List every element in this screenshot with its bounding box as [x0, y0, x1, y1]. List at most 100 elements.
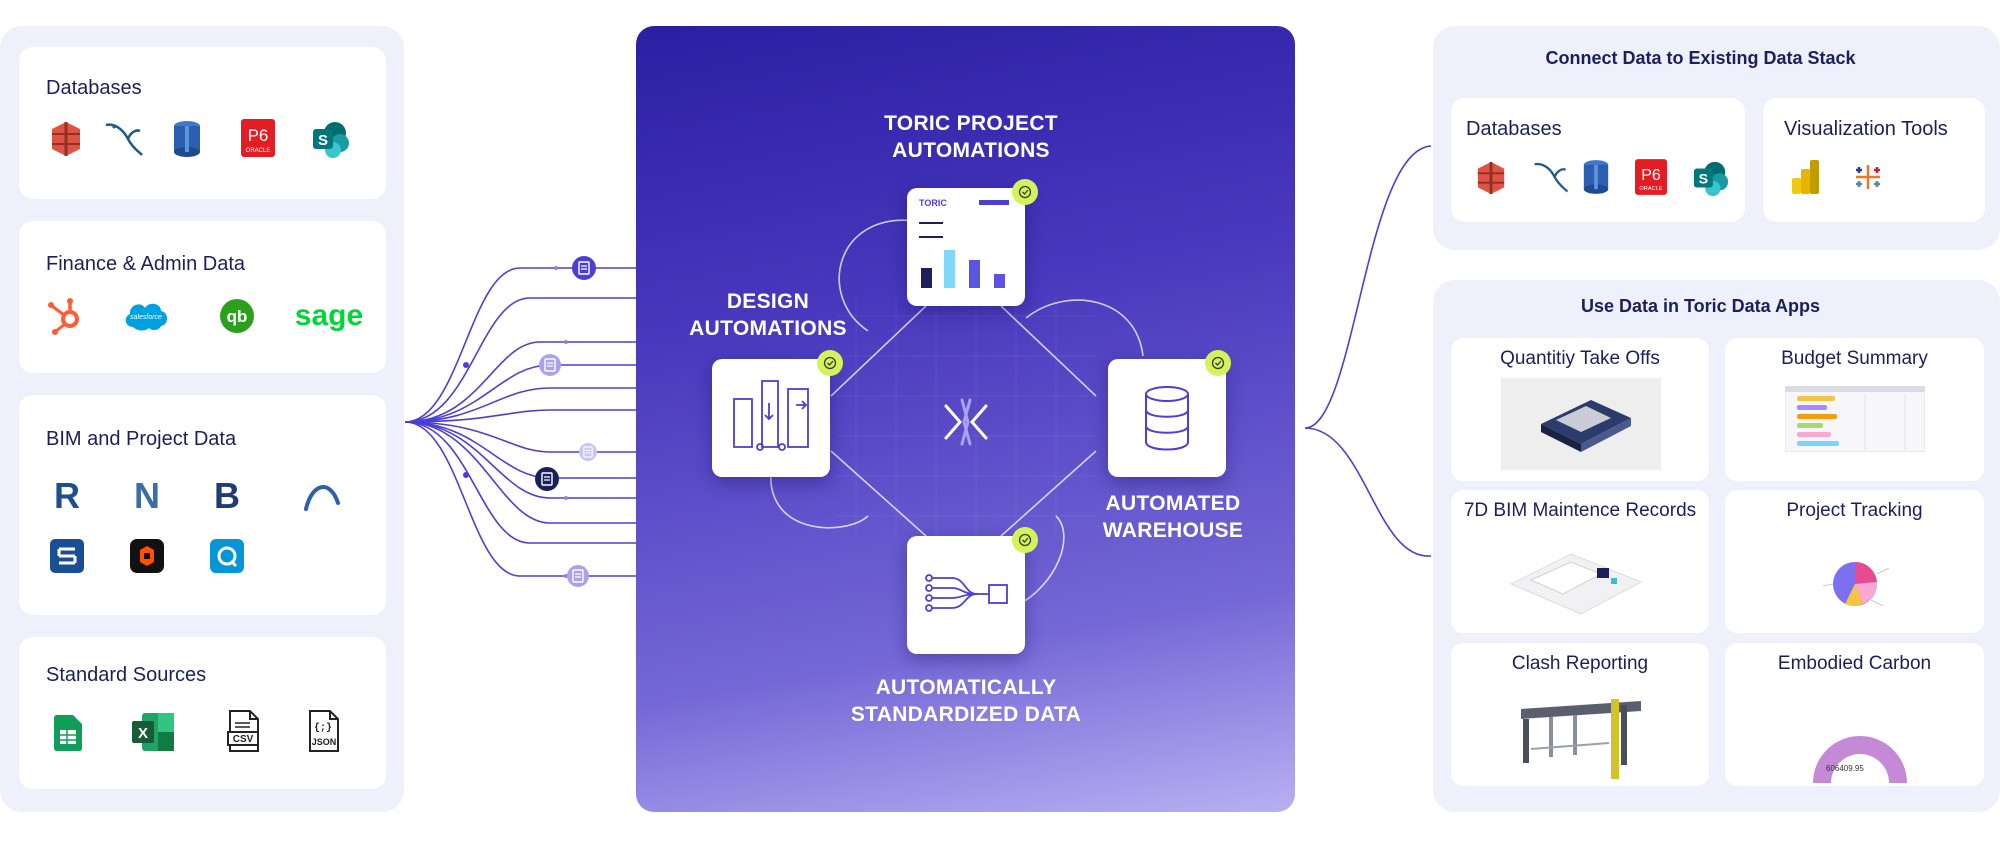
- document-node-icon: [579, 443, 597, 461]
- data-stack-panel: Connect Data to Existing Data Stack Data…: [1433, 26, 2000, 250]
- check-badge-icon: [1012, 179, 1038, 205]
- bim-maintenance-app[interactable]: 7D BIM Maintence Records: [1451, 490, 1709, 633]
- budget-table-thumbnail: [1785, 386, 1925, 452]
- project-tracking-app[interactable]: Project Tracking: [1725, 490, 1984, 633]
- chart-bar: [921, 268, 932, 288]
- left-connector-lines: [404, 266, 640, 578]
- svg-text:P6: P6: [1641, 167, 1661, 184]
- document-node-icon: [535, 467, 559, 491]
- document-node-icon: [539, 354, 561, 376]
- smartsheet-icon: [49, 538, 85, 574]
- svg-text:X: X: [138, 725, 148, 742]
- automation-hub-panel: TORIC PROJECT AUTOMATIONS DESIGN AUTOMAT…: [636, 26, 1295, 812]
- embodied-carbon-app[interactable]: Embodied Carbon 606409.95: [1725, 643, 1984, 786]
- toric-project-automations-label: TORIC PROJECT AUTOMATIONS: [884, 112, 1058, 162]
- data-flow-icon: [925, 574, 1008, 612]
- qto-icon: [209, 538, 245, 574]
- hub-grid-lines: [770, 219, 1144, 607]
- visualization-tools-title: Visualization Tools: [1784, 118, 1948, 140]
- csv-file-icon: CSV: [224, 709, 264, 753]
- aws-rds-icon: [169, 119, 205, 159]
- revit-icon: R: [49, 475, 85, 515]
- finance-admin-title: Finance & Admin Data: [46, 253, 245, 275]
- chart-bar: [969, 260, 980, 288]
- excel-icon: X: [131, 711, 175, 753]
- archicad-icon: [302, 477, 342, 513]
- aws-s3-icon: [46, 119, 86, 159]
- document-node-icon: [572, 256, 596, 280]
- svg-text:S: S: [318, 132, 328, 149]
- aws-s3-icon: [1473, 158, 1509, 198]
- google-sheets-icon: [51, 713, 85, 753]
- database-icon: [1145, 386, 1189, 451]
- mysql-icon: [102, 117, 146, 161]
- svg-text:salesforce: salesforce: [130, 314, 162, 321]
- svg-text:B: B: [214, 475, 240, 515]
- clash-reporting-label: Clash Reporting: [1511, 653, 1649, 674]
- budget-summary-app[interactable]: Budget Summary: [1725, 338, 1984, 481]
- svg-text:sage: sage: [295, 299, 363, 332]
- quantity-takeoffs-app[interactable]: Quantitiy Take Offs: [1451, 338, 1709, 481]
- check-badge-icon: [817, 350, 843, 376]
- toric-logo-icon: [944, 398, 988, 446]
- json-file-icon: {;}JSON: [304, 709, 344, 753]
- embodied-carbon-label: Embodied Carbon: [1777, 653, 1932, 674]
- mysql-icon: [1531, 156, 1571, 198]
- sharepoint-icon: S: [1691, 158, 1731, 198]
- sharepoint-icon: S: [311, 119, 351, 159]
- check-badge-icon: [1205, 350, 1231, 376]
- design-automations-label: DESIGN AUTOMATIONS: [689, 290, 847, 340]
- visualization-tools-card: Visualization Tools: [1763, 98, 1985, 222]
- svg-text:ORACLE: ORACLE: [1639, 186, 1662, 192]
- bim-model-thumbnail: [1509, 553, 1643, 615]
- toric-logo: TORIC: [919, 198, 947, 208]
- toric-data-apps-panel: Use Data in Toric Data Apps Quantitiy Ta…: [1433, 280, 2000, 812]
- bim-project-card: BIM and Project Data R N B: [19, 395, 386, 615]
- carbon-total-value: 606409.95: [1826, 764, 1864, 773]
- quantity-takeoffs-label: Quantitiy Take Offs: [1500, 348, 1660, 369]
- tableau-icon: [1849, 158, 1887, 196]
- clash-model-thumbnail: [1521, 699, 1641, 779]
- svg-text:{;}: {;}: [314, 722, 332, 734]
- chart-bar: [944, 250, 955, 288]
- pie-chart-thumbnail: [1822, 561, 1890, 607]
- chart-bar: [994, 274, 1005, 288]
- databases-title: Databases: [46, 77, 142, 99]
- warehouse-node[interactable]: [1108, 359, 1226, 477]
- data-apps-title: Use Data in Toric Data Apps: [1580, 296, 1821, 316]
- standard-sources-card: Standard Sources X CSV {;}JSON: [19, 637, 386, 789]
- dashboard-text-lines: [919, 222, 943, 238]
- right-connector-lines: [1304, 145, 1432, 557]
- standardized-data-node[interactable]: [907, 536, 1025, 654]
- sage-icon: sage: [289, 297, 369, 335]
- svg-text:P6: P6: [248, 126, 269, 145]
- svg-text:ORACLE: ORACLE: [246, 148, 271, 154]
- gauge-chart-thumbnail: [1813, 736, 1907, 783]
- navisworks-icon: N: [129, 475, 165, 515]
- power-bi-icon: [1789, 158, 1823, 196]
- dashboard-header-bar: [979, 200, 1009, 205]
- procore-icon: [129, 538, 165, 574]
- svg-text:CSV: CSV: [233, 734, 254, 745]
- toric-dashboard-node[interactable]: TORIC: [907, 188, 1025, 306]
- project-tracking-label: Project Tracking: [1786, 500, 1923, 521]
- bim360-icon: B: [209, 475, 245, 515]
- salesforce-icon: salesforce: [121, 297, 171, 333]
- standardized-data-label: AUTOMATICALLY STANDARDIZED DATA: [850, 676, 1082, 726]
- standard-sources-title: Standard Sources: [46, 664, 207, 686]
- design-automation-node[interactable]: [712, 359, 830, 477]
- quickbooks-icon: qb: [218, 297, 256, 335]
- document-node-icon: [567, 565, 589, 587]
- bim-maintenance-label: 7D BIM Maintence Records: [1463, 500, 1697, 521]
- hubspot-icon: [42, 293, 86, 337]
- svg-text:R: R: [54, 475, 80, 515]
- budget-summary-label: Budget Summary: [1781, 348, 1928, 369]
- svg-text:N: N: [134, 475, 160, 515]
- clash-reporting-app[interactable]: Clash Reporting: [1451, 643, 1709, 786]
- svg-text:qb: qb: [227, 307, 248, 326]
- automated-warehouse-label: AUTOMATED WAREHOUSE: [1102, 492, 1244, 542]
